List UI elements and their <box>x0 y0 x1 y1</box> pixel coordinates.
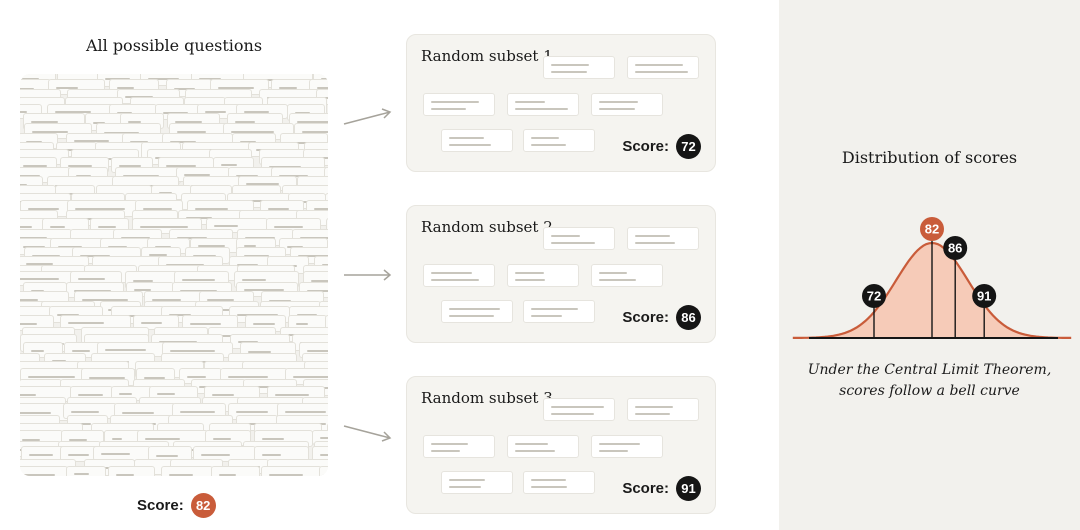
question-card <box>20 466 68 476</box>
question-card <box>627 398 699 421</box>
question-card <box>161 466 213 476</box>
subset-score-label: Score: <box>622 480 669 497</box>
subset-score: Score: 91 <box>622 476 701 501</box>
subset-score: Score: 86 <box>622 305 701 330</box>
question-card <box>591 435 663 458</box>
question-card <box>211 466 260 476</box>
question-card <box>507 435 579 458</box>
subset-card-3: Random subset 3 Score: 91 <box>406 376 716 514</box>
question-card <box>627 56 699 79</box>
arrow-right-icon <box>343 425 392 442</box>
distribution-title: Distribution of scores <box>841 148 1018 167</box>
question-card <box>441 129 513 152</box>
score-marker-label: 91 <box>977 289 991 304</box>
score-marker-badge <box>920 217 944 241</box>
score-marker-badge <box>943 236 968 260</box>
question-card <box>523 129 595 152</box>
question-card <box>423 435 495 458</box>
question-card <box>523 300 595 323</box>
score-marker-label: 86 <box>948 241 962 256</box>
question-card <box>507 93 579 116</box>
subset-title: Random subset 1 <box>421 47 553 65</box>
score-marker-label: 72 <box>867 289 881 304</box>
subset-score: Score: 72 <box>622 134 701 159</box>
subset-score-label: Score: <box>622 309 669 326</box>
question-card <box>423 93 495 116</box>
subset-title: Random subset 3 <box>421 389 553 407</box>
question-card <box>523 471 595 494</box>
score-marker-badge <box>862 284 886 308</box>
bell-curve-diagram: 72 82 86 91 <box>792 217 1072 339</box>
question-card <box>423 264 495 287</box>
question-card <box>543 56 615 79</box>
pool-score: Score: 82 <box>137 493 216 518</box>
question-card <box>66 466 106 476</box>
subset-score-badge: 72 <box>676 134 701 159</box>
subset-card-1: Random subset 1 Score: 72 <box>406 34 716 172</box>
subset-score-label: Score: <box>622 138 669 155</box>
pool-score-label: Score: <box>137 497 184 514</box>
question-card <box>507 264 579 287</box>
question-card <box>108 466 155 476</box>
arrow-right-icon <box>343 108 392 125</box>
question-card <box>441 471 513 494</box>
subset-score-badge: 86 <box>676 305 701 330</box>
score-marker-label: 82 <box>925 222 939 237</box>
question-card <box>591 264 663 287</box>
question-card <box>441 300 513 323</box>
caption-line-2: scores follow a bell curve <box>839 383 1020 399</box>
distribution-panel: Distribution of scores 72 82 86 91 Under th… <box>779 0 1080 530</box>
score-marker-badge <box>972 284 997 308</box>
question-card <box>319 466 328 476</box>
subset-title: Random subset 2 <box>421 218 553 236</box>
distribution-caption: Under the Central Limit Theorem, scores … <box>779 360 1080 402</box>
pool-score-badge: 82 <box>190 493 216 518</box>
question-card <box>543 398 615 421</box>
subset-score-badge: 91 <box>676 476 701 501</box>
pool-title: All possible questions <box>85 36 263 55</box>
question-card <box>627 227 699 250</box>
question-card <box>261 466 322 476</box>
question-card <box>543 227 615 250</box>
question-card <box>591 93 663 116</box>
caption-line-1: Under the Central Limit Theorem, <box>807 362 1052 378</box>
subset-card-2: Random subset 2 Score: 86 <box>406 205 716 343</box>
question-pool <box>20 74 328 476</box>
arrow-right-icon <box>344 269 392 281</box>
